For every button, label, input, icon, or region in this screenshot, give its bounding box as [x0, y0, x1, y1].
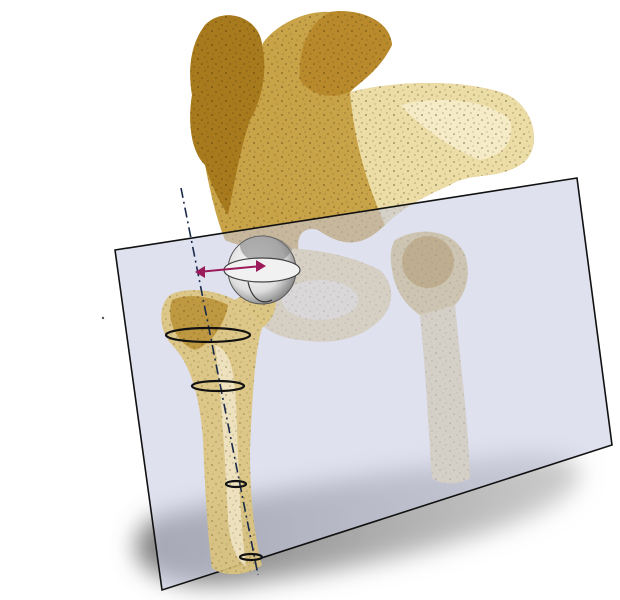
- stray-dot: [102, 317, 104, 319]
